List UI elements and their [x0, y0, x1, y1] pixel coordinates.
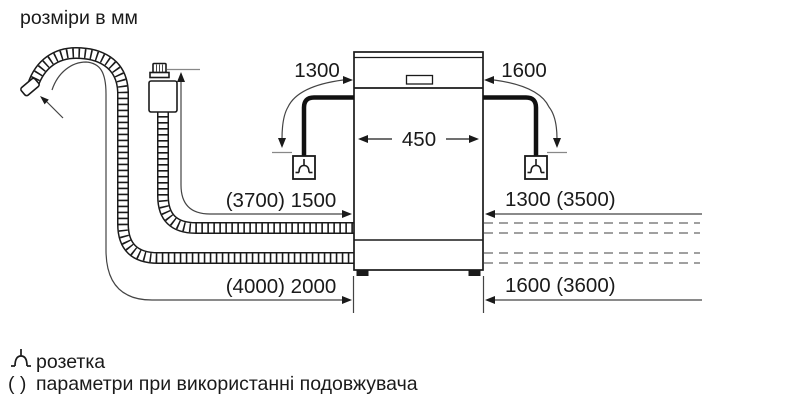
socket-icon-left — [295, 159, 313, 174]
power-cable-left — [301, 95, 354, 156]
extension-lines — [352, 276, 485, 313]
cable-right-dimension-arc — [484, 76, 567, 154]
legend-socket-icon — [11, 349, 31, 367]
cable-left-dimension-arc — [272, 76, 353, 154]
dim-label-inlet-right: 1300 (3500) — [505, 188, 616, 211]
legend-extension-note: параметри при використанні подовжувача — [36, 373, 418, 395]
width-dimension — [358, 135, 479, 143]
dim-label-cable-right: 1600 — [501, 59, 547, 82]
drain-direction-arrow — [40, 96, 64, 119]
appliance-foot-left — [356, 270, 369, 276]
dim-label-drain-right: 1600 (3600) — [505, 274, 616, 297]
legend-socket-label: розетка — [36, 351, 105, 373]
inlet-hose-dimension-path — [167, 68, 352, 218]
power-cable-right — [483, 95, 539, 156]
socket-icon-right — [527, 159, 545, 174]
control-panel-display — [405, 74, 434, 85]
dishwasher-outline — [353, 51, 484, 276]
legend-parentheses: ( ) — [8, 373, 26, 395]
inlet-right-dimension-line — [485, 210, 702, 218]
socket-box-right — [524, 155, 548, 180]
drain-hose — [27, 46, 357, 264]
appliance-foot-right — [468, 270, 481, 276]
socket-box-left — [292, 155, 316, 180]
dim-label-drain-left: (4000) 2000 — [226, 275, 337, 298]
alternative-hose-dashed-lines — [484, 222, 700, 264]
dim-label-width: 450 — [402, 128, 436, 151]
page-title: розміри в мм — [20, 7, 138, 29]
aquastop-valve — [148, 62, 178, 113]
drain-hose-end-cap — [20, 77, 40, 97]
dim-label-inlet-left: (3700) 1500 — [226, 189, 337, 212]
drain-hose-dimension-path — [51, 61, 352, 304]
dim-label-cable-left: 1300 — [294, 59, 340, 82]
drain-right-dimension-line — [485, 296, 702, 304]
inlet-hose — [157, 104, 357, 234]
